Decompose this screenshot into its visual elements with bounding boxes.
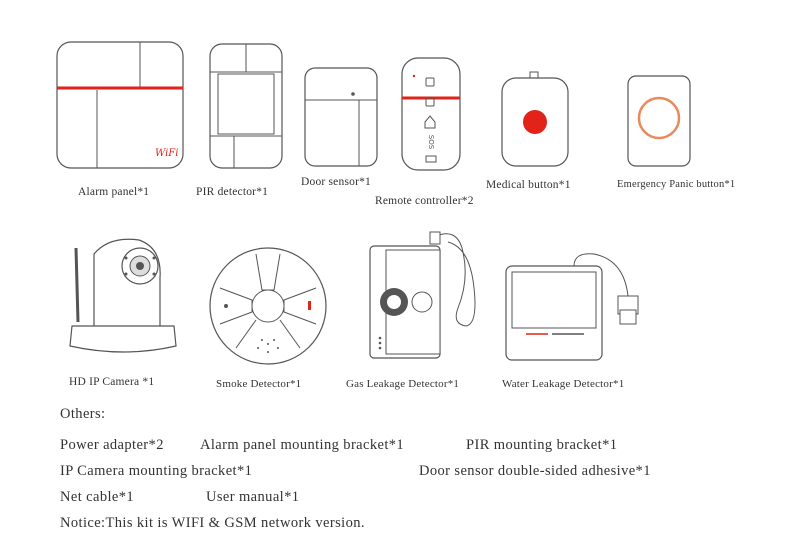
medical-button-illustration [501,71,569,167]
others-row-2: IP Camera mounting bracket*1 Door sensor… [60,463,760,483]
net-cable: Net cable*1 [60,489,135,505]
alarm-panel-bracket: Alarm panel mounting bracket*1 [200,437,405,453]
smoke-detector-label: Smoke Detector*1 [216,378,302,390]
alarm-panel: WiFi [55,40,185,170]
pir-detector [208,42,284,170]
emergency-button-label: Emergency Panic button*1 [617,179,736,190]
ip-camera-illustration [69,238,177,353]
gas-detector-illustration [369,231,476,359]
medical-button-label: Medical button*1 [486,179,571,191]
smoke-detector-illustration [209,247,327,365]
door-sensor-label: Door sensor*1 [301,176,371,188]
power-adapter: Power adapter*2 [60,437,164,453]
pir-bracket: PIR mounting bracket*1 [466,437,618,453]
wifi-logo: WiFi [155,148,179,159]
emergency-panic-button [626,74,692,168]
remote-controller: SOS [400,56,464,172]
ip-camera-bracket: IP Camera mounting bracket*1 [60,463,253,479]
door-sensor [303,66,381,170]
water-detector-illustration [505,253,639,361]
water-leakage-detector [504,252,654,364]
others-row-3: Net cable*1 User manual*1 [60,489,760,509]
ip-camera [64,234,180,364]
remote-controller-label: Remote controller*2 [375,195,474,207]
user-manual: User manual*1 [206,489,300,505]
door-sensor-adhesive: Door sensor double-sided adhesive*1 [419,463,651,479]
ip-camera-label: HD IP Camera *1 [69,376,155,388]
alarm-panel-illustration [56,41,184,169]
others-row-1: Power adapter*2 Alarm panel mounting bra… [60,437,760,457]
others-heading: Others: [60,406,106,422]
smoke-detector [206,244,330,368]
medical-button [500,70,570,168]
remote-controller-illustration [401,57,461,171]
water-detector-label: Water Leakage Detector*1 [502,378,625,390]
pir-detector-label: PIR detector*1 [196,186,269,198]
sos-label: SOS [427,134,436,150]
emergency-button-illustration [627,75,691,167]
pir-detector-illustration [209,43,283,169]
gas-leakage-detector [366,228,486,364]
notice-text: Notice:This kit is WIFI & GSM network ve… [60,515,365,531]
gas-detector-label: Gas Leakage Detector*1 [346,378,460,390]
alarm-panel-label: Alarm panel*1 [78,186,150,198]
door-sensor-illustration [304,67,378,167]
